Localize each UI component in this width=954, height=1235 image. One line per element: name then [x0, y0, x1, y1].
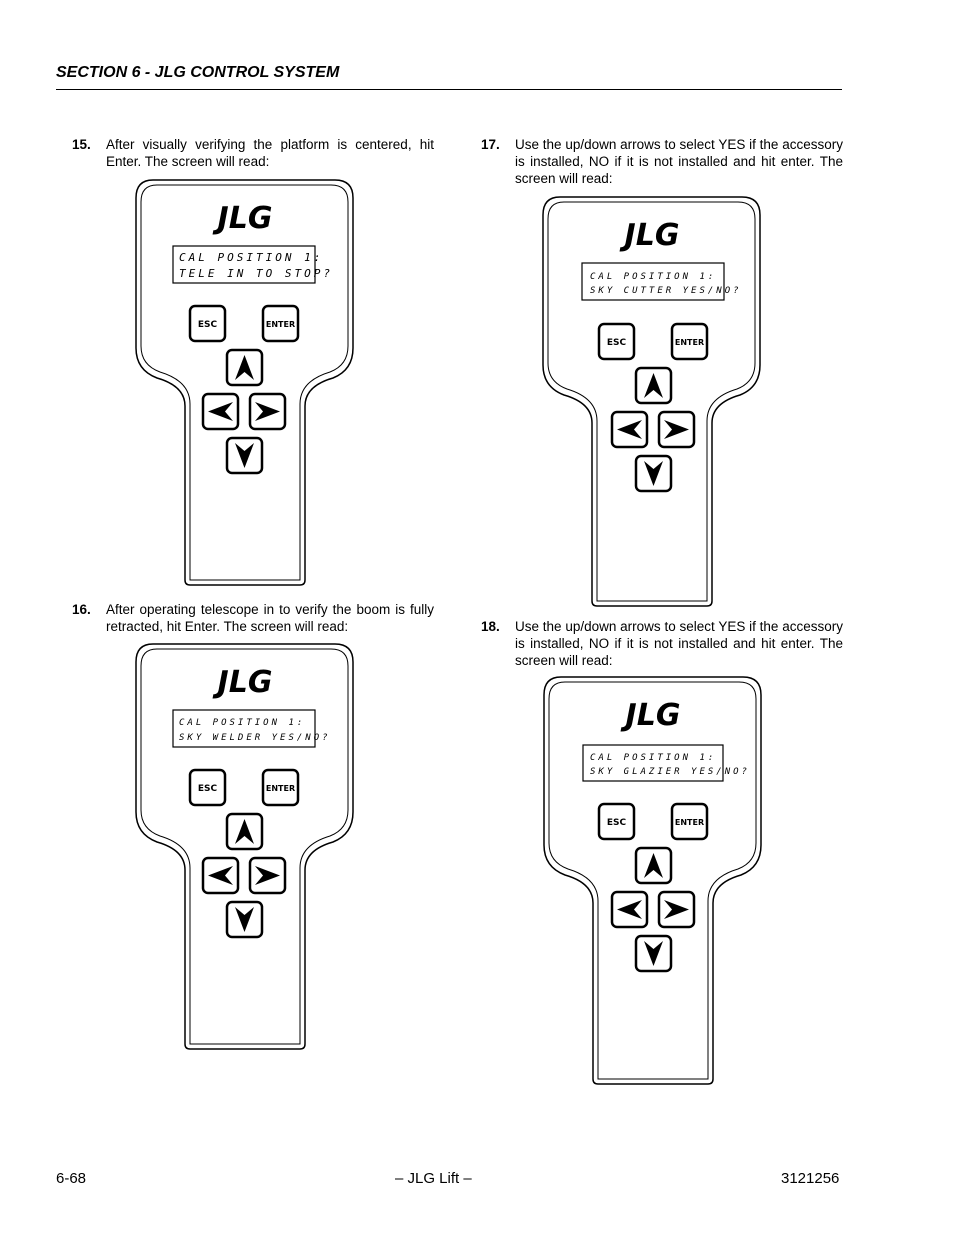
arrow-down-icon: [644, 461, 663, 486]
section-header: SECTION 6 - JLG CONTROL SYSTEM: [56, 64, 340, 81]
esc-label: ESC: [607, 338, 627, 348]
esc-label: ESC: [607, 818, 627, 828]
step-number: 18.: [481, 619, 500, 634]
footer-doc-number: 3121256: [781, 1170, 840, 1187]
arrow-left-icon: [617, 900, 642, 919]
lcd-display: [172, 245, 316, 284]
enter-label: ENTER: [675, 338, 704, 347]
analyzer-drawing: JLG CAL POSITION 1: SKY CUTTER YES/NO? E…: [542, 196, 761, 607]
step-15: 15. After visually verifying the platfor…: [72, 136, 434, 176]
step-number: 17.: [481, 137, 500, 152]
left-arrow-button[interactable]: [201, 392, 240, 431]
lcd-line-2: SKY GLAZIER YES/NO?: [590, 767, 750, 777]
arrow-down-icon: [235, 443, 254, 468]
enter-button[interactable]: ENTER: [261, 304, 300, 343]
enter-button[interactable]: ENTER: [670, 322, 709, 361]
lcd-line-2: SKY CUTTER YES/NO?: [590, 286, 742, 296]
left-arrow-button[interactable]: [201, 856, 240, 895]
enter-label: ENTER: [266, 784, 295, 793]
arrow-down-icon: [235, 907, 254, 932]
jlg-logo: JLG: [213, 665, 273, 700]
enter-label: ENTER: [675, 818, 704, 827]
lcd-display: [172, 709, 316, 748]
esc-button[interactable]: ESC: [597, 802, 636, 841]
enter-button[interactable]: ENTER: [670, 802, 709, 841]
down-arrow-button[interactable]: [225, 900, 264, 939]
step-text: After visually verifying the platform is…: [106, 137, 434, 169]
down-arrow-button[interactable]: [225, 436, 264, 475]
step-number: 15.: [72, 137, 91, 152]
up-arrow-button[interactable]: [634, 366, 673, 405]
down-arrow-button[interactable]: [634, 454, 673, 493]
arrow-up-icon: [235, 819, 254, 844]
arrow-down-icon: [644, 941, 663, 966]
lcd-line-1: CAL POSITION 1:: [590, 753, 716, 763]
enter-button[interactable]: ENTER: [261, 768, 300, 807]
enter-label: ENTER: [266, 320, 295, 329]
arrow-up-icon: [235, 355, 254, 380]
esc-label: ESC: [198, 784, 218, 794]
header-rule: [56, 89, 842, 90]
jlg-logo: JLG: [621, 698, 681, 733]
right-arrow-button[interactable]: [657, 410, 696, 449]
footer-center: – JLG Lift –: [395, 1170, 472, 1187]
step-16: 16. After operating telescope in to veri…: [72, 601, 434, 641]
lcd-line-1: CAL POSITION 1:: [179, 718, 305, 728]
analyzer-drawing: JLG CAL POSITION 1: SKY GLAZIER YES/NO? …: [543, 676, 762, 1085]
up-arrow-button[interactable]: [225, 348, 264, 387]
left-arrow-button[interactable]: [610, 410, 649, 449]
arrow-right-icon: [255, 402, 280, 421]
up-arrow-button[interactable]: [225, 812, 264, 851]
arrow-up-icon: [644, 853, 663, 878]
step-18: 18. Use the up/down arrows to select YES…: [481, 618, 843, 674]
step-text: Use the up/down arrows to select YES if …: [515, 137, 843, 186]
arrow-left-icon: [617, 420, 642, 439]
right-arrow-button[interactable]: [657, 890, 696, 929]
up-arrow-button[interactable]: [634, 846, 673, 885]
lcd-line-2: SKY WELDER YES/NO?: [179, 733, 331, 743]
handheld-analyzer-18: JLG CAL POSITION 1: SKY GLAZIER YES/NO? …: [543, 676, 763, 1085]
step-text: Use the up/down arrows to select YES if …: [515, 619, 843, 668]
lcd-line-1: CAL POSITION 1:: [590, 272, 716, 282]
handheld-analyzer-15: JLG CAL POSITION 1: TELE IN TO STOP? ESC…: [135, 179, 355, 586]
footer-page-number: 6-68: [56, 1170, 87, 1187]
handheld-analyzer-16: JLG CAL POSITION 1: SKY WELDER YES/NO? E…: [135, 643, 355, 1050]
right-arrow-button[interactable]: [248, 392, 287, 431]
esc-button[interactable]: ESC: [188, 768, 227, 807]
down-arrow-button[interactable]: [634, 934, 673, 973]
lcd-display: [581, 262, 725, 301]
analyzer-drawing: JLG CAL POSITION 1: TELE IN TO STOP? ESC…: [135, 179, 354, 586]
handheld-analyzer-17: JLG CAL POSITION 1: SKY CUTTER YES/NO? E…: [542, 196, 762, 607]
lcd-display: [582, 744, 724, 782]
arrow-right-icon: [664, 900, 689, 919]
arrow-right-icon: [664, 420, 689, 439]
right-arrow-button[interactable]: [248, 856, 287, 895]
esc-label: ESC: [198, 320, 218, 330]
arrow-up-icon: [644, 373, 663, 398]
lcd-line-2: TELE IN TO STOP?: [179, 267, 333, 280]
esc-button[interactable]: ESC: [597, 322, 636, 361]
arrow-left-icon: [208, 866, 233, 885]
lcd-line-1: CAL POSITION 1:: [179, 251, 323, 264]
arrow-right-icon: [255, 866, 280, 885]
step-text: After operating telescope in to verify t…: [106, 602, 434, 634]
step-17: 17. Use the up/down arrows to select YES…: [481, 136, 843, 192]
jlg-logo: JLG: [620, 218, 680, 253]
arrow-left-icon: [208, 402, 233, 421]
esc-button[interactable]: ESC: [188, 304, 227, 343]
jlg-logo: JLG: [213, 201, 273, 236]
left-arrow-button[interactable]: [610, 890, 649, 929]
analyzer-drawing: JLG CAL POSITION 1: SKY WELDER YES/NO? E…: [135, 643, 354, 1050]
step-number: 16.: [72, 602, 91, 617]
